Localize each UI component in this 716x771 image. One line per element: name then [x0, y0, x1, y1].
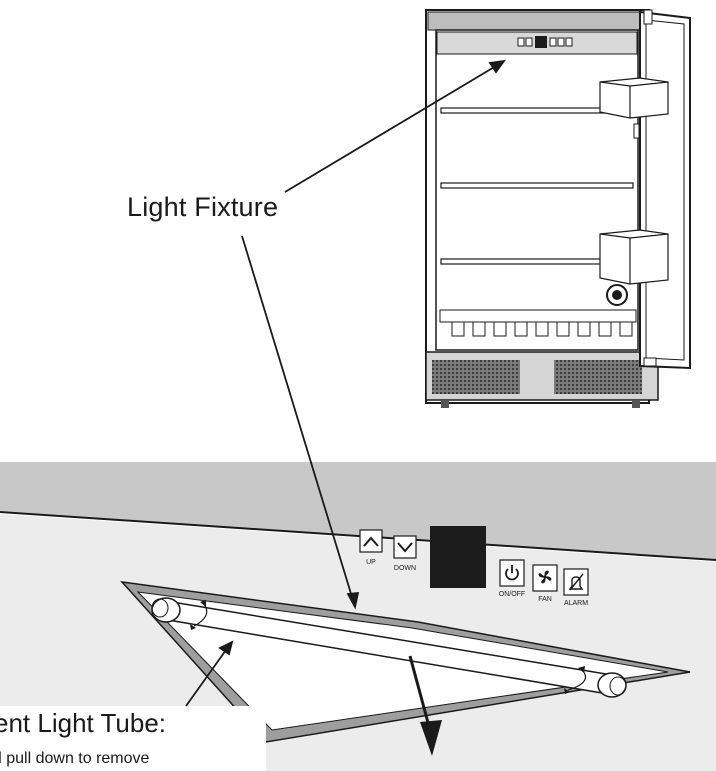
rotate-arrow-left-head-a [200, 600, 206, 607]
cabinet-button-power [549, 37, 557, 47]
cabinet-vent-right [554, 360, 642, 394]
down-button [393, 535, 417, 559]
display-panel [430, 526, 486, 588]
cabinet-button-up [517, 37, 525, 47]
down-label: DOWN [394, 565, 416, 572]
leader-light-fixture-bottom [241, 235, 353, 598]
cabinet-vent-left [432, 360, 520, 394]
door-bin-upper [599, 77, 669, 119]
cabinet-display [535, 36, 547, 48]
leader-tube [185, 649, 227, 707]
rotate-arrow-left-head-b [190, 624, 196, 630]
power-icon [505, 565, 519, 581]
door-bin-lower [599, 229, 669, 285]
pull-down-arrow-shaft [408, 655, 432, 731]
fan-label: FAN [538, 596, 552, 603]
rotate-arrow-right-head-b [564, 688, 570, 694]
leader-light-fixture-top-head [488, 59, 506, 74]
leader-tube-head [218, 640, 234, 656]
door-hinge-bottom [643, 357, 657, 367]
rotate-arrow-right-head-a [578, 666, 585, 673]
up-label: UP [366, 559, 376, 566]
chevron-down-icon [397, 542, 413, 553]
cabinet-foot-right [632, 400, 640, 408]
cabinet-shelves [440, 107, 634, 265]
tube-instruction: nd pull down to remove [0, 750, 150, 767]
light-fixture-label: Light Fixture [127, 192, 279, 222]
cabinet-button-alarm [565, 37, 573, 47]
on-off-label: ON/OFF [499, 591, 525, 598]
cabinet-door [639, 10, 691, 370]
door-handle [633, 123, 640, 139]
tube-socket-left-inner [151, 598, 169, 618]
bell-slash-icon [568, 573, 584, 591]
chevron-up-icon [363, 536, 379, 547]
up-button [359, 529, 383, 553]
leader-light-fixture-bottom-head [346, 591, 360, 610]
control-panel: UP DOWN ON/OFF FAN ALARM [359, 526, 589, 607]
light-fixture-closeup: UP DOWN ON/OFF FAN ALARM [0, 462, 716, 771]
cabinet-bottom-rack [439, 309, 637, 337]
tube-label: scent Light Tube: [0, 708, 167, 738]
fan-icon [538, 570, 552, 584]
alarm-label: ALARM [564, 600, 588, 607]
cabinet-button-down [525, 37, 533, 47]
closeup-ceiling-panel [0, 462, 716, 560]
closeup-panel-edge [0, 511, 716, 561]
cabinet-top-strip [427, 11, 648, 31]
cabinet-liner [435, 29, 639, 351]
cabinet-button-fan [557, 37, 565, 47]
tube-socket-right-inner [609, 676, 627, 696]
caption-box [0, 706, 266, 771]
door-hinge-top [643, 9, 653, 25]
pull-down-arrow-head [420, 720, 442, 756]
refrigerator-illustration [425, 9, 691, 408]
cabinet-fan-hub [612, 290, 622, 300]
leader-lines [185, 59, 506, 707]
leader-light-fixture-top [284, 65, 497, 193]
cabinet-foot-left [441, 400, 449, 408]
